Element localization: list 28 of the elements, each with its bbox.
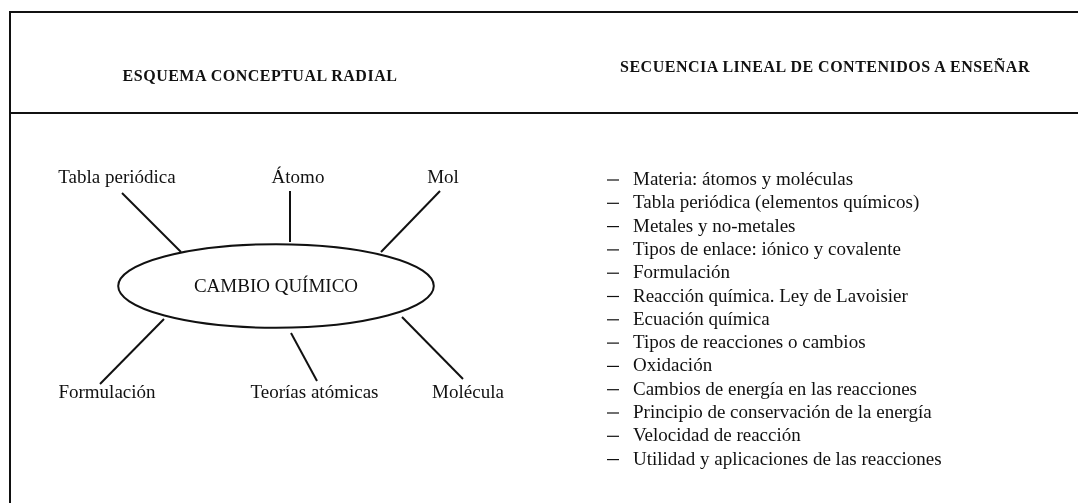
list-item: Reacción química. Ley de Lavoisier — [633, 284, 908, 307]
concept-label: Tabla periódica — [42, 166, 192, 190]
list-item: Utilidad y aplicaciones de las reacciones — [633, 447, 942, 470]
concept-label: Formulación — [45, 381, 169, 405]
list-item: Metales y no-metales — [633, 214, 796, 237]
concept-label: Molécula — [422, 381, 514, 405]
list-item: Oxidación — [633, 354, 713, 377]
list-item: Tipos de enlace: iónico y covalente — [633, 237, 901, 260]
list-item: Formulación — [633, 261, 731, 284]
column-heading: SECUENCIA LINEAL DE CONTENIDOS A ENSEÑAR — [619, 58, 1031, 75]
connector-line — [401, 316, 464, 380]
list-item: Velocidad de reacción — [633, 424, 801, 447]
concept-label: Átomo — [262, 166, 334, 190]
connector-line — [99, 318, 165, 385]
concept-ellipse: CAMBIO QUÍMICO — [117, 243, 435, 329]
list-item: Materia: átomos y moléculas — [633, 168, 854, 190]
connector-line — [121, 192, 182, 253]
list-item: Tabla periódica (elementos químicos) — [633, 191, 920, 214]
column-heading: ESQUEMA CONCEPTUAL RADIAL — [121, 67, 399, 84]
list-item: Tipos de reacciones o cambios — [633, 331, 866, 354]
list-item: Ecuación química — [633, 307, 770, 330]
connector-line — [289, 190, 291, 243]
list-item: Principio de conservación de la energía — [633, 401, 932, 423]
list-item: Cambios de energía en las reacciones — [633, 377, 917, 400]
concept-label: Teorías atómicas — [234, 381, 395, 405]
connector-line — [290, 332, 318, 382]
concept-label: Mol — [415, 166, 471, 190]
connector-line — [380, 190, 441, 253]
